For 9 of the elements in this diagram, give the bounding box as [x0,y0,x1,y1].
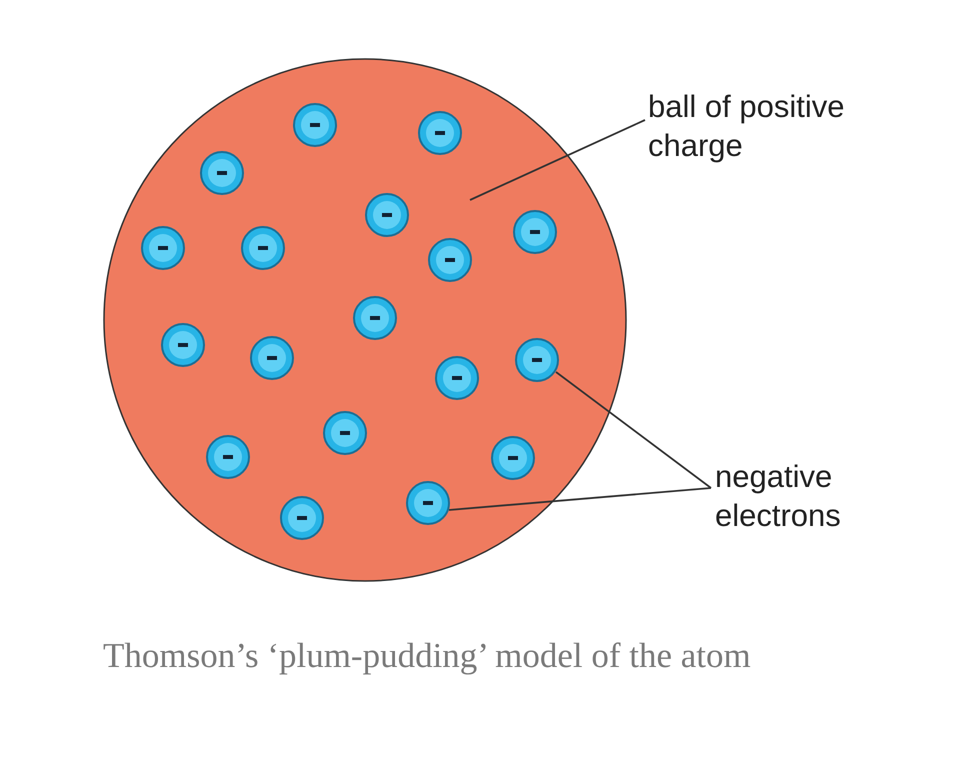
leader-line [470,119,646,201]
electron-icon [515,338,559,382]
leader-line [555,371,712,489]
caption: Thomson’s ‘plum-pudding’ model of the atom [103,635,752,677]
callout-label: negative electrons [715,458,935,536]
electron-icon [406,481,450,525]
positive-charge-ball [103,58,627,582]
leader-line [448,487,712,511]
callout-label: ball of positive charge [648,88,928,166]
